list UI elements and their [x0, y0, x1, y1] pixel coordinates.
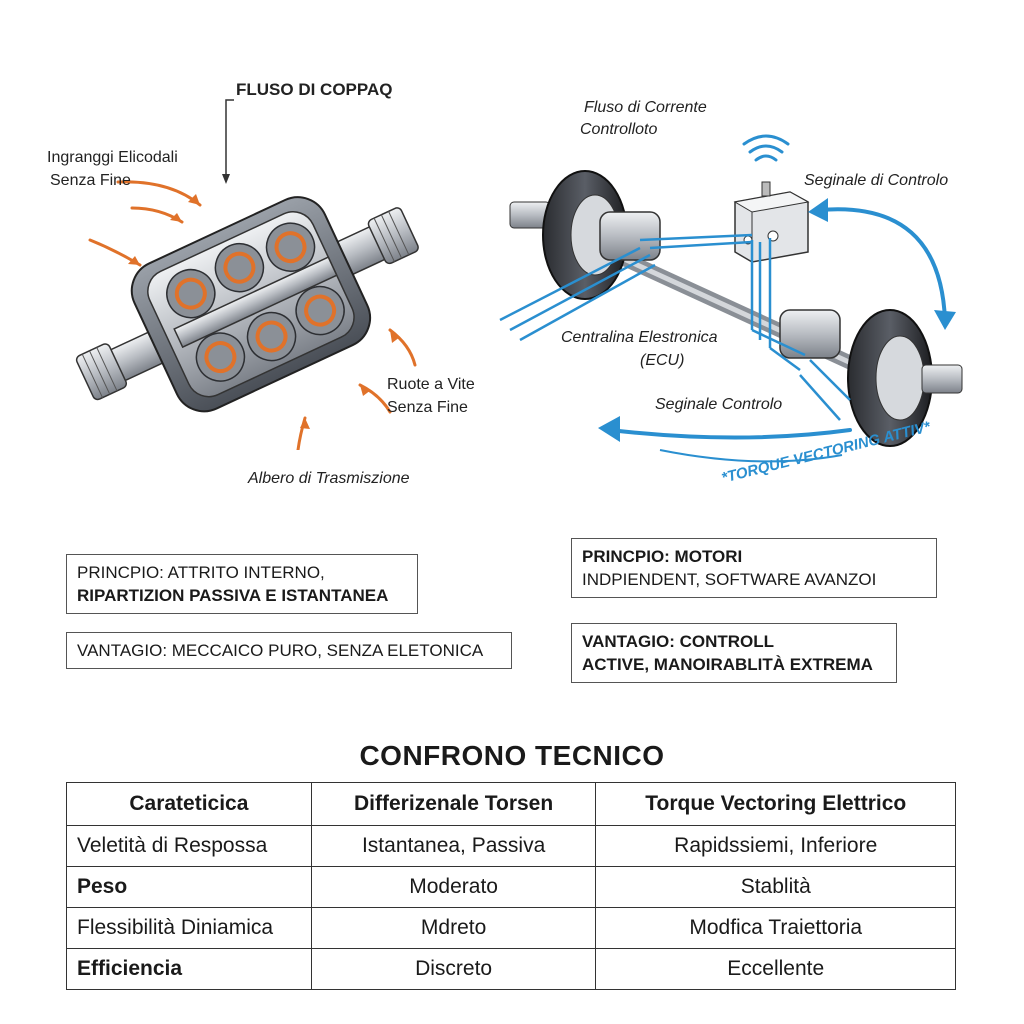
left-principle-box: PRINCPIO: ATTRITO INTERNO, RIPARTIZION P…: [66, 554, 418, 614]
table-cell: Istantanea, Passiva: [310, 825, 597, 867]
row-label: Efficiencia: [66, 948, 312, 990]
right-wheel: [779, 309, 963, 447]
row-label: Flessibilità Diniamica: [66, 907, 312, 949]
left-advantage-text: VANTAGIO: MECCAICO PURO, SENZA ELETONICA: [77, 641, 484, 660]
table-row: Veletità di Respossa Istantanea, Passiva…: [66, 825, 956, 867]
helical-gears-label-line1: Ingranggi Elicodali: [47, 149, 178, 166]
left-advantage-box: VANTAGIO: MECCAICO PURO, SENZA ELETONICA: [66, 632, 512, 669]
left-principle-line1: PRINCPIO: ATTRITO INTERNO,: [77, 563, 325, 582]
header-torsen: Differizenale Torsen: [310, 782, 597, 826]
right-principle-line1: PRINCPIO: MOTORI: [582, 547, 743, 566]
comparison-title: CONFRONO TECNICO: [359, 740, 665, 771]
current-flow-label-line2: Controlloto: [580, 121, 658, 138]
row-label: Peso: [66, 866, 312, 908]
header-torque-vectoring: Torque Vectoring Elettrico: [595, 782, 956, 826]
ecu-box: [733, 181, 810, 263]
current-flow-label-line1: Fluso di Corrente: [584, 99, 707, 116]
differential-housing: [130, 196, 372, 413]
right-advantage-line2: ACTIVE, MANOIRABLITÀ EXTREMA: [582, 655, 873, 674]
drive-shaft-label: Albero di Trasmiszione: [248, 470, 410, 487]
table-cell: Mdreto: [310, 907, 597, 949]
right-advantage-box: VANTAGIO: CONTROLL ACTIVE, MANOIRABLITÀ …: [571, 623, 897, 683]
table-cell: Stablità: [595, 866, 956, 908]
right-advantage-line1: VANTAGIO: CONTROLL: [582, 632, 775, 651]
worm-wheels-label-line1: Ruote a Vite: [387, 376, 475, 393]
table-cell: Moderato: [310, 866, 597, 908]
torque-flow-title: FLUSO DI COPPAQ: [236, 80, 393, 99]
table-row: Efficiencia Discreto Eccellente: [66, 948, 956, 990]
torsen-differential-illustration: [75, 180, 419, 450]
control-signal-top-label: Seginale di Controlo: [804, 172, 949, 189]
torque-vectoring-illustration: [499, 134, 963, 463]
wireless-signal-icon: [742, 134, 790, 162]
right-principle-line2: INDPIENDENT, SOFTWARE AVANZOI: [582, 570, 877, 589]
torque-flow-pointer: [222, 99, 234, 184]
table-cell: Discreto: [310, 948, 597, 990]
header-characteristic: Carateticica: [66, 782, 312, 826]
worm-wheels-label-line2: Senza Fine: [387, 399, 468, 416]
table-cell: Rapidssiemi, Inferiore: [595, 825, 956, 867]
row-label: Veletità di Respossa: [66, 825, 312, 867]
right-principle-box: PRINCPIO: MOTORI INDPIENDENT, SOFTWARE A…: [571, 538, 937, 598]
left-principle-line2: RIPARTIZION PASSIVA E ISTANTANEA: [77, 586, 389, 605]
table-row: Peso Moderato Stablità: [66, 866, 956, 908]
left-wheel: [509, 170, 661, 300]
control-signal-bottom-label: Seginale Controlo: [655, 396, 783, 413]
helical-gears-label-line2: Senza Fine: [50, 172, 131, 189]
table-cell: Modfica Traiettoria: [595, 907, 956, 949]
table-row: Flessibilità Diniamica Mdreto Modfica Tr…: [66, 907, 956, 949]
comparison-table: Carateticica Differizenale Torsen Torque…: [66, 782, 956, 990]
ecu-label-line1: Centralina Elestronica: [561, 329, 718, 346]
ecu-label-line2: (ECU): [640, 352, 685, 369]
table-cell: Eccellente: [595, 948, 956, 990]
table-header-row: Carateticica Differizenale Torsen Torque…: [66, 782, 956, 826]
